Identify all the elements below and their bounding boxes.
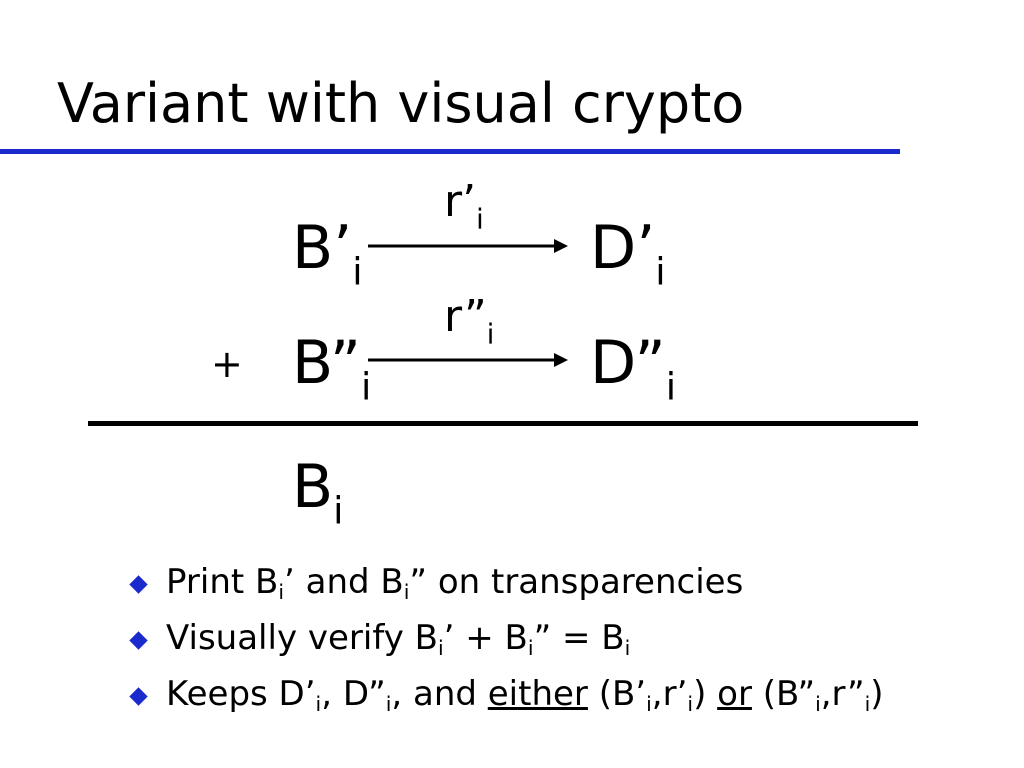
b2-t2: ’ + B [443, 618, 528, 658]
or-word: or [717, 674, 752, 714]
b-double-prime-base: B” [292, 328, 361, 398]
b3-s8: i [864, 692, 871, 717]
b1-s2: i [403, 580, 410, 605]
b3-t5: ,r’ [651, 674, 688, 714]
d-prime-i: D’i [590, 218, 666, 290]
title-underline [0, 149, 900, 154]
b2-t1: Visually verify B [166, 618, 438, 658]
b1-s1: i [278, 580, 285, 605]
b3-t6: ) [693, 674, 718, 714]
b3-t2: , D” [321, 674, 386, 714]
d-prime-sub: i [655, 249, 666, 294]
b3-s1: i [315, 692, 322, 717]
b3-t3: , and [391, 674, 488, 714]
b3-t9: ) [870, 674, 884, 714]
b3-t7: (B” [751, 674, 816, 714]
slide-title: Variant with visual crypto [57, 72, 745, 135]
diamond-bullet-icon [129, 687, 148, 706]
b3-t1: Keeps D’ [166, 674, 316, 714]
bullet-verify: Visually verify Bi’ + Bi” = Bi [128, 621, 884, 677]
b-result-base: B [292, 452, 334, 522]
b-prime-sub: i [352, 249, 363, 294]
b3-s5: i [687, 692, 694, 717]
plus-operator: + [211, 342, 243, 386]
r-double-prime-base: r” [444, 291, 487, 342]
b1-t1: Print B [166, 562, 279, 602]
b3-s4: i [646, 692, 652, 717]
r-double-prime-i-label: r”i [444, 295, 494, 349]
either-word: either [487, 674, 588, 714]
d-double-prime-base: D” [590, 328, 666, 398]
d-double-prime-sub: i [665, 364, 677, 409]
b2-s3: i [624, 636, 631, 661]
b3-t8: ,r” [820, 674, 865, 714]
b-i-result: Bi [292, 457, 344, 529]
b3-t4: (B’ [587, 674, 647, 714]
d-prime-base: D’ [590, 213, 656, 283]
b-double-prime-sub: i [360, 364, 372, 409]
d-double-prime-i: D”i [590, 333, 676, 405]
b2-s2: i [527, 636, 534, 661]
bullet-keeps: Keeps D’i, D”i, and either (B’i,r’i) or … [128, 677, 884, 733]
b-prime-base: B’ [292, 213, 353, 283]
diamond-bullet-icon [129, 575, 148, 594]
b-prime-i: B’i [292, 218, 363, 290]
b3-s2: i [385, 692, 392, 717]
b-double-prime-i: B”i [292, 333, 371, 405]
bullet-print: Print Bi’ and Bi” on transparencies [128, 565, 884, 621]
b1-t3: ” on transparencies [409, 562, 744, 602]
r-prime-base: r’ [444, 176, 477, 227]
b3-s7: i [815, 692, 821, 717]
b1-t2: ’ and B [284, 562, 404, 602]
bullet-list: Print Bi’ and Bi” on transparencies Visu… [128, 565, 884, 733]
arrow-row2 [368, 353, 568, 367]
arrow-row1 [368, 239, 568, 253]
b-result-sub: i [333, 488, 344, 533]
sum-line [88, 421, 918, 426]
r-prime-i-label: r’i [444, 180, 484, 234]
b2-t3: ” = B [533, 618, 625, 658]
diamond-bullet-icon [129, 631, 148, 650]
r-double-prime-sub: i [486, 319, 495, 351]
b2-s1: i [437, 636, 444, 661]
r-prime-sub: i [476, 204, 484, 236]
